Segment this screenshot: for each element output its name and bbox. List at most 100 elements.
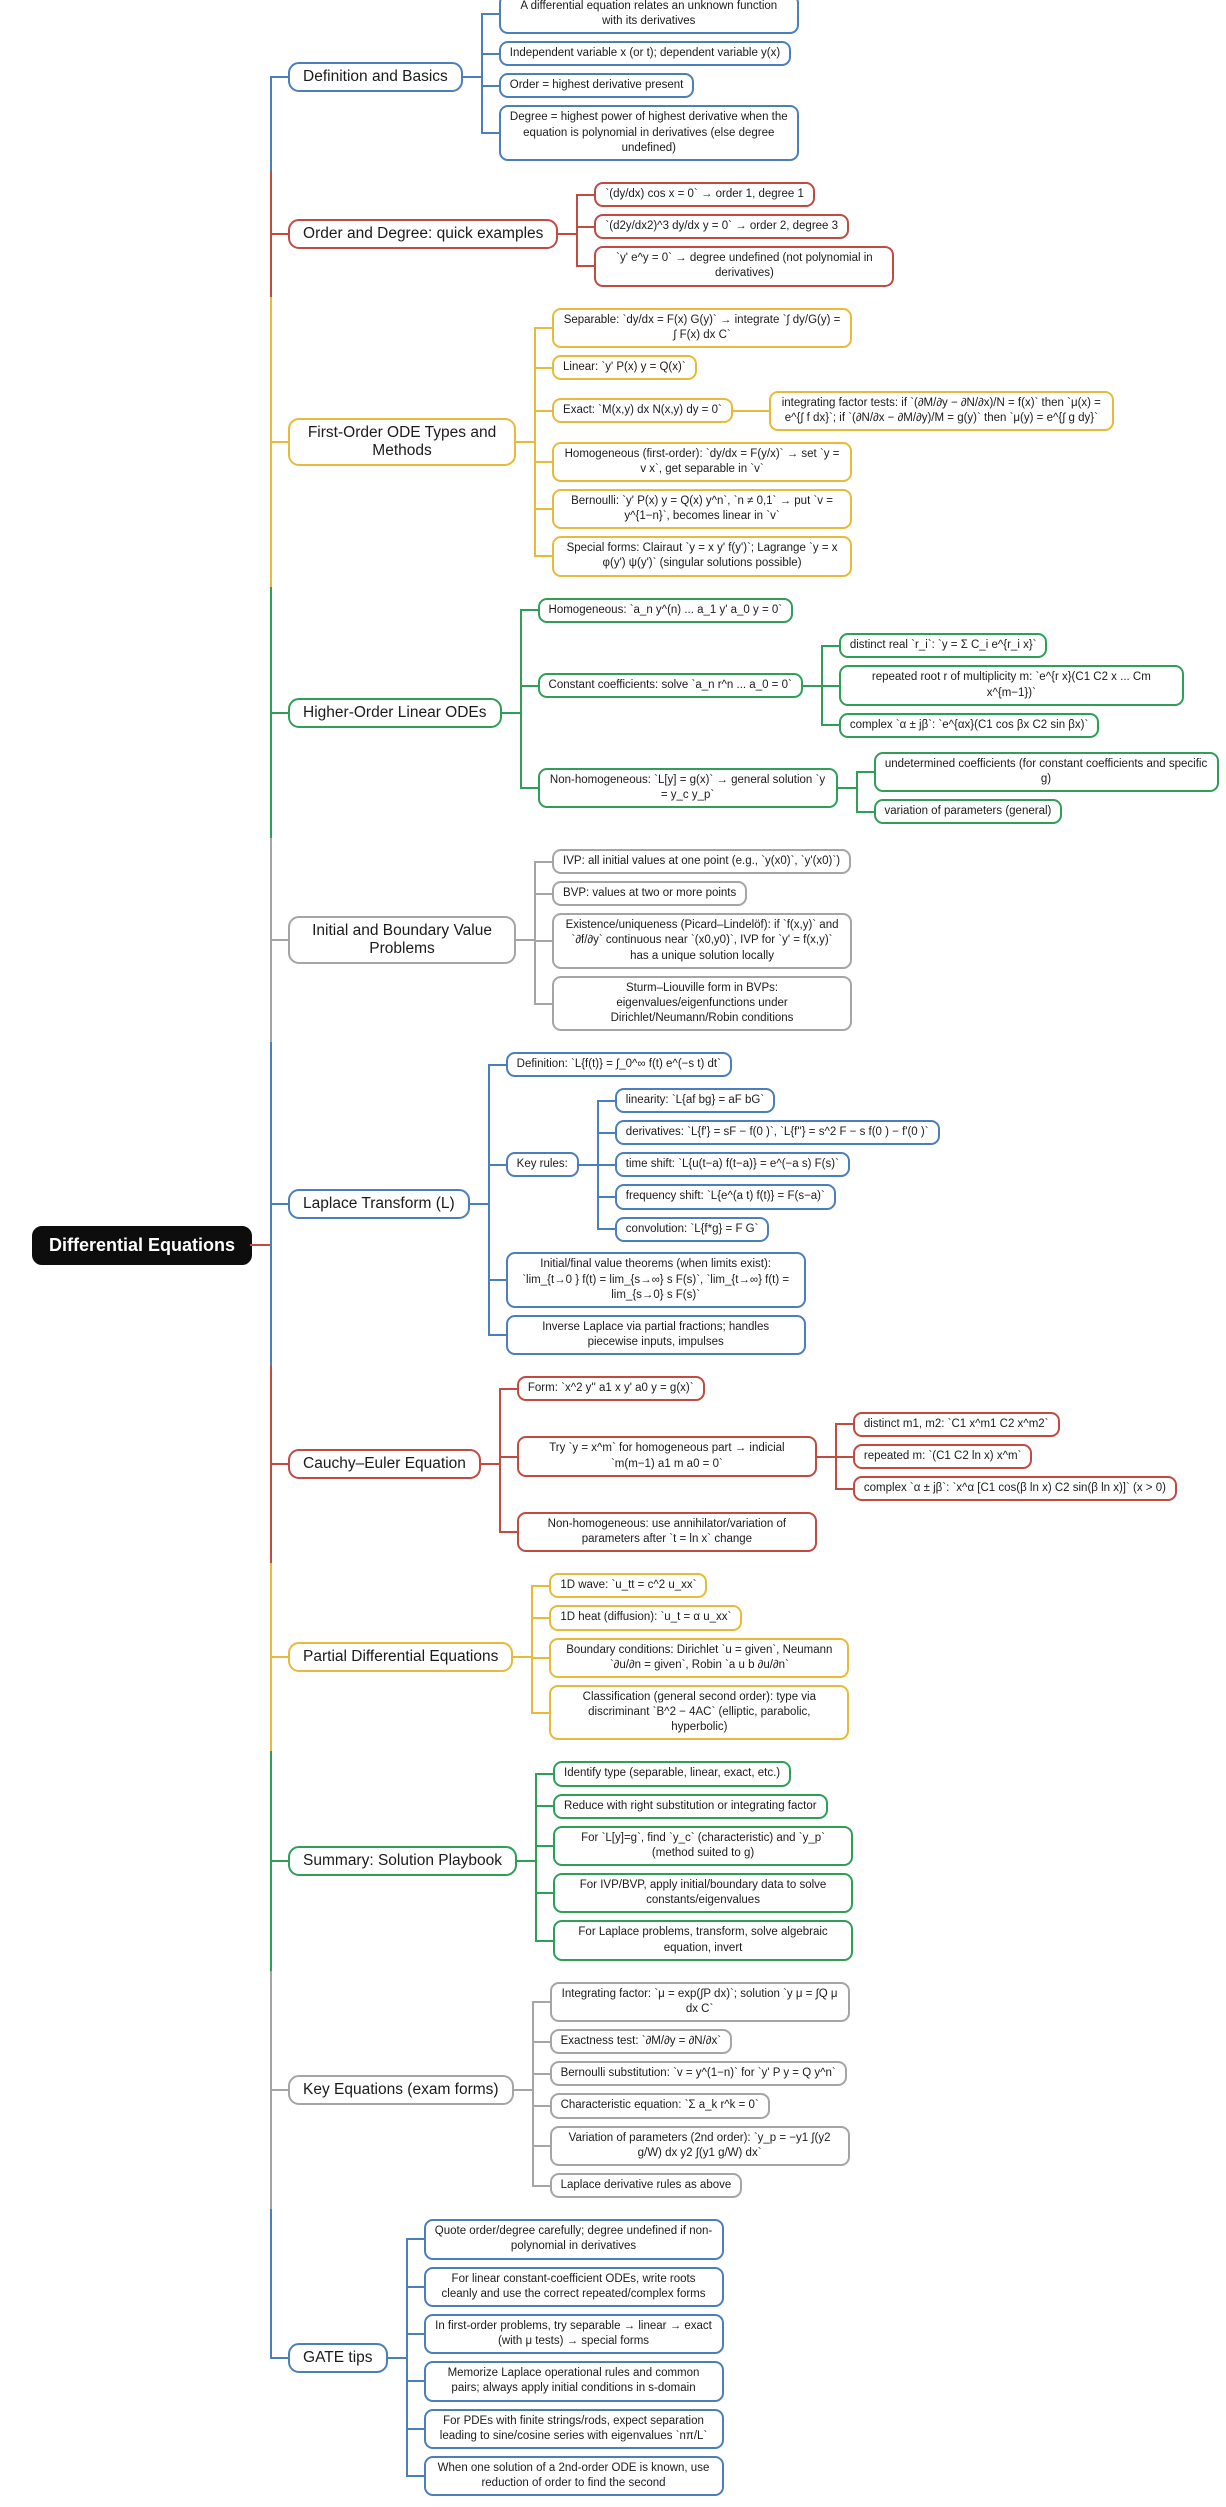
node-box[interactable]: linearity: `L{af bg} = aF bG` <box>614 1087 776 1114</box>
node-box[interactable]: For `L[y]=g`, find `y_c` (characteristic… <box>553 1825 854 1867</box>
node-box[interactable]: complex `α ± jβ`: `e^{αx}(C1 cos βx C2 s… <box>838 712 1100 738</box>
node-box[interactable]: Homogeneous: `a_n y^(n) ... a_1 y' a_0 y… <box>537 597 794 623</box>
node-row: For Laplace problems, transform, solve a… <box>553 1920 854 1961</box>
node-box[interactable]: Non-homogeneous: `L[y] = g(x)` → general… <box>537 767 856 809</box>
node-box[interactable]: Key rules: <box>505 1152 597 1178</box>
mindmap-node: Constant coefficients: solve `a_n r^n ..… <box>519 626 1219 745</box>
mindmap-node: A differential equation relates an unkno… <box>480 0 799 38</box>
node-row: Laplace derivative rules as above <box>549 2173 850 2199</box>
branch-label[interactable]: Partial Differential Equations <box>288 1641 532 1672</box>
node-box[interactable]: Characteristic equation: `Σ a_k r^k = 0` <box>549 2093 770 2119</box>
node-box[interactable]: Integrating factor: `μ = exp(∫P dx)`; so… <box>549 1981 850 2023</box>
node-box[interactable]: Definition: `L{f(t)} = ∫_0^∞ f(t) e^(−s … <box>505 1052 732 1078</box>
root-node[interactable]: Differential Equations <box>32 1225 271 1265</box>
node-box[interactable]: `(dy/dx) cos x = 0` → order 1, degree 1 <box>594 181 815 208</box>
node-box[interactable]: Inverse Laplace via partial fractions; h… <box>505 1314 806 1356</box>
node-box[interactable]: 1D wave: `u_tt = c^2 u_xx` <box>549 1573 708 1599</box>
node-box[interactable]: Form: `x^2 y'' a1 x y' a0 y = g(x)` <box>516 1376 705 1402</box>
node-box[interactable]: Independent variable x (or t); dependent… <box>498 41 792 67</box>
node-box[interactable]: For PDEs with finite strings/rods, expec… <box>423 2408 724 2449</box>
node-box[interactable]: A differential equation relates an unkno… <box>498 0 799 35</box>
mindmap-node: For IVP/BVP, apply initial/boundary data… <box>535 1869 854 1918</box>
node-box[interactable]: Boundary conditions: Dirichlet `u = give… <box>549 1637 850 1678</box>
mindmap-node: Independent variable x (or t); dependent… <box>480 37 799 70</box>
node-box[interactable]: Bernoulli substitution: `v = y^(1−n)` fo… <box>549 2061 847 2087</box>
branch-label[interactable]: Laplace Transform (L) <box>288 1188 488 1219</box>
branch-label[interactable]: GATE tips <box>288 2342 407 2373</box>
node-box[interactable]: Identify type (separable, linear, exact,… <box>553 1761 792 1787</box>
children-group: undetermined coefficients (for constant … <box>855 748 1219 828</box>
branch-label[interactable]: Cauchy–Euler Equation <box>288 1449 499 1480</box>
node-box[interactable]: For Laplace problems, transform, solve a… <box>553 1920 854 1961</box>
node-row: Separable: `dy/dx = F(x) G(y)` → integra… <box>552 307 1114 348</box>
node-box[interactable]: Try `y = x^m` for homogeneous part → ind… <box>516 1436 835 1477</box>
node-box[interactable]: Non-homogeneous: use annihilator/variati… <box>516 1511 817 1553</box>
node-box[interactable]: distinct m1, m2: `C1 x^m1 C2 x^m2` <box>852 1411 1060 1438</box>
node-box[interactable]: BVP: values at two or more points <box>552 881 748 907</box>
node-box[interactable]: time shift: `L{u(t−a) f(t−a)} = e^(−a s)… <box>614 1152 850 1178</box>
node-box[interactable]: Existence/uniqueness (Picard–Lindelöf): … <box>552 913 853 969</box>
node-box[interactable]: Special forms: Clairaut `y = x y' f(y')`… <box>552 536 853 577</box>
node-box[interactable]: frequency shift: `L{e^(a t) f(t)} = F(s−… <box>614 1184 836 1210</box>
mindmap-node: Sturm–Liouville form in BVPs: eigenvalue… <box>534 972 853 1035</box>
node-box[interactable]: distinct real `r_i`: `y = Σ C_i e^{r_i x… <box>838 633 1048 659</box>
branch-label[interactable]: Higher-Order Linear ODEs <box>288 697 521 728</box>
branch-label[interactable]: Key Equations (exam forms) <box>288 2074 532 2105</box>
node-row: frequency shift: `L{e^(a t) f(t)} = F(s−… <box>614 1184 940 1210</box>
node-box[interactable]: Homogeneous (first-order): `dy/dx = F(y/… <box>552 441 853 482</box>
node-row: BVP: values at two or more points <box>552 881 852 907</box>
children-group: 1D wave: `u_tt = c^2 u_xx` 1D heat (diffu… <box>531 1570 850 1744</box>
node-box[interactable]: Order = highest derivative present <box>498 73 695 99</box>
node-box[interactable]: `y' e^y = 0` → degree undefined (not pol… <box>594 246 895 287</box>
node-box[interactable]: Reduce with right substitution or integr… <box>553 1793 828 1819</box>
node-row: `y' e^y = 0` → degree undefined (not pol… <box>594 246 895 287</box>
node-box[interactable]: When one solution of a 2nd-order ODE is … <box>423 2455 724 2497</box>
node-box[interactable]: Degree = highest power of highest deriva… <box>498 105 799 161</box>
node-row: Initial/final value theorems (when limit… <box>505 1252 940 1308</box>
node-box[interactable]: Quote order/degree carefully; degree und… <box>423 2219 724 2260</box>
mindmap-node: integrating factor tests: if `(∂M/∂y − ∂… <box>750 387 1114 434</box>
node-box[interactable]: IVP: all initial values at one point (e.… <box>552 848 852 875</box>
branch-label[interactable]: Summary: Solution Playbook <box>288 1846 536 1877</box>
branch-label[interactable]: Initial and Boundary Value Problems <box>288 916 535 965</box>
node-box[interactable]: undetermined coefficients (for constant … <box>873 751 1219 793</box>
node-row: Initial and Boundary Value Problems IVP: … <box>288 845 1218 1034</box>
branch-label[interactable]: Definition and Basics <box>288 62 481 93</box>
node-box[interactable]: variation of parameters (general) <box>873 799 1063 825</box>
mindmap-node: Exact: `M(x,y) dx N(x,y) dy = 0` integrat… <box>534 383 1114 439</box>
node-box[interactable]: convolution: `L{f*g} = F G` <box>614 1216 770 1242</box>
node-box[interactable]: Linear: `y' P(x) y = Q(x)` <box>552 355 697 381</box>
node-box[interactable]: Initial/final value theorems (when limit… <box>505 1252 806 1308</box>
node-box[interactable]: Classification (general second order): t… <box>549 1684 850 1741</box>
node-box[interactable]: derivatives: `L{f'} = sF − f(0 )`, `L{f'… <box>614 1120 940 1146</box>
node-box[interactable]: 1D heat (diffusion): `u_t = α u_xx` <box>549 1605 743 1631</box>
branch-label[interactable]: First-Order ODE Types and Methods <box>288 418 535 467</box>
node-box[interactable]: For IVP/BVP, apply initial/boundary data… <box>553 1873 854 1914</box>
children-group: distinct m1, m2: `C1 x^m1 C2 x^m2` repeat… <box>834 1408 1177 1505</box>
node-box[interactable]: `(d2y/dx2)^3 dy/dx y = 0` → order 2, deg… <box>594 214 850 240</box>
node-row: Exactness test: `∂M/∂y = ∂N/∂x` <box>549 2029 850 2055</box>
node-box[interactable]: complex `α ± jβ`: `x^α [C1 cos(β ln x) C… <box>852 1476 1177 1502</box>
node-box[interactable]: Exactness test: `∂M/∂y = ∂N/∂x` <box>549 2029 733 2055</box>
node-box[interactable]: Separable: `dy/dx = F(x) G(y)` → integra… <box>552 307 853 348</box>
node-box[interactable]: Sturm–Liouville form in BVPs: eigenvalue… <box>552 975 853 1032</box>
node-box[interactable]: Laplace derivative rules as above <box>549 2173 743 2199</box>
mindmap-node: IVP: all initial values at one point (e.… <box>534 845 852 878</box>
node-box[interactable]: Variation of parameters (2nd order): `y_… <box>549 2125 850 2166</box>
children-group: IVP: all initial values at one point (e.… <box>534 845 853 1035</box>
mindmap-node: repeated root r of multiplicity m: `e^{r… <box>820 661 1184 710</box>
node-row: Order and Degree: quick examples `(dy/dx)… <box>288 178 1218 290</box>
node-row: complex `α ± jβ`: `e^{αx}(C1 cos βx C2 s… <box>838 712 1184 738</box>
node-box[interactable]: repeated root r of multiplicity m: `e^{r… <box>838 665 1184 706</box>
mindmap-node: For PDEs with finite strings/rods, expec… <box>405 2405 724 2453</box>
node-box[interactable]: Memorize Laplace operational rules and c… <box>423 2361 724 2402</box>
node-box[interactable]: integrating factor tests: if `(∂M/∂y − ∂… <box>768 390 1114 432</box>
node-box[interactable]: repeated m: `(C1 C2 ln x) x^m` <box>852 1444 1033 1470</box>
node-box[interactable]: For linear constant-coefficient ODEs, wr… <box>423 2266 724 2307</box>
node-box[interactable]: Exact: `M(x,y) dx N(x,y) dy = 0` <box>552 398 751 424</box>
node-box[interactable]: Bernoulli: `y' P(x) y = Q(x) y^n`, `n ≠ … <box>552 488 853 530</box>
mindmap-node: 1D wave: `u_tt = c^2 u_xx` <box>531 1570 849 1603</box>
node-box[interactable]: Constant coefficients: solve `a_n r^n ..… <box>537 672 822 699</box>
branch-label[interactable]: Order and Degree: quick examples <box>288 219 577 250</box>
node-box[interactable]: In first-order problems, try separable →… <box>423 2313 724 2355</box>
